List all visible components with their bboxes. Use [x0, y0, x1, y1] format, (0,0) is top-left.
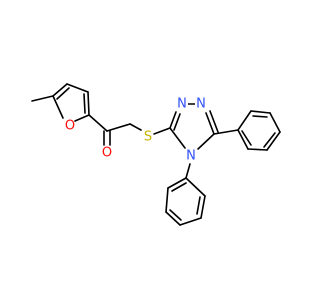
furan-oxygen-label: O	[65, 119, 75, 134]
bond	[87, 91, 90, 116]
bond	[165, 211, 181, 226]
bond	[153, 127, 171, 135]
bond	[266, 131, 281, 151]
bond	[83, 93, 86, 114]
bond	[196, 196, 201, 215]
bond	[263, 132, 276, 148]
label-background	[176, 98, 188, 110]
bond-lines	[31, 83, 281, 226]
bond	[185, 163, 191, 179]
atom-labels: O O S N N N	[64, 97, 207, 164]
label-background	[185, 150, 197, 162]
bond	[179, 217, 202, 226]
bond	[237, 110, 252, 131]
bond	[213, 129, 239, 135]
bond	[129, 123, 142, 131]
bond	[106, 123, 131, 132]
bond	[31, 95, 54, 102]
label-background	[195, 98, 207, 110]
bond	[200, 195, 206, 219]
bond	[56, 87, 70, 100]
bond	[241, 130, 252, 146]
triazole-nitrogen-1-label: N	[177, 97, 187, 112]
triazole-nitrogen-4-label: N	[186, 149, 196, 164]
bond	[205, 112, 215, 135]
bond	[247, 148, 268, 151]
bond	[269, 112, 281, 133]
bond	[167, 177, 187, 189]
bond	[52, 95, 64, 119]
bond	[88, 114, 108, 132]
sulfur-label: S	[144, 130, 152, 145]
bond	[209, 110, 219, 133]
bond	[252, 115, 268, 118]
bond	[173, 113, 181, 131]
bond	[250, 110, 271, 114]
label-background	[101, 147, 113, 159]
label-background	[142, 131, 154, 143]
carbonyl-oxygen-label: O	[102, 146, 112, 161]
bond	[197, 133, 215, 150]
bond	[169, 209, 182, 221]
bond	[52, 83, 68, 97]
bond	[66, 83, 89, 93]
triazole-nitrogen-2-label: N	[196, 97, 206, 112]
bond	[171, 182, 187, 192]
bond	[237, 129, 249, 150]
bond	[185, 177, 206, 197]
bond	[165, 187, 169, 213]
label-background	[64, 120, 76, 132]
molecule-diagram: O O S N N N	[31, 83, 281, 226]
bond	[169, 127, 186, 149]
bond	[169, 111, 177, 129]
bond	[74, 114, 90, 122]
